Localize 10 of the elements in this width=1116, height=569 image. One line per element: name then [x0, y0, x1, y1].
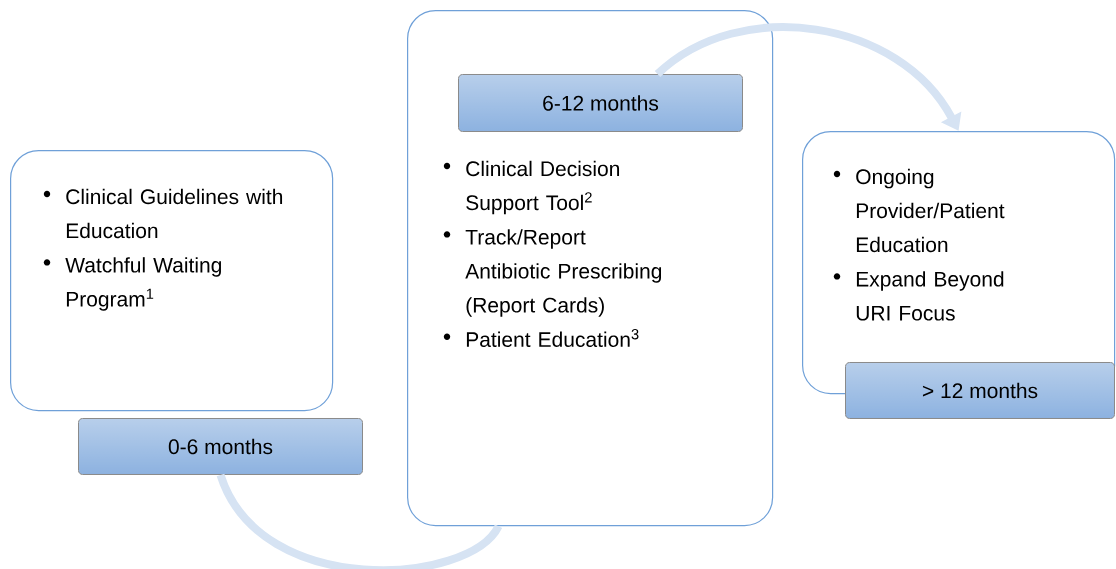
- bullet-text: Clinical Decision Support Tool$^{2}$: [466, 160, 619, 215]
- bullet-text: Clinical Guidelines with Education: [66, 188, 283, 239]
- label-tab: 0-6 months: [78, 418, 363, 475]
- bullet-text: Expand Beyond URI Focus: [856, 271, 1004, 321]
- bullet-text: Patient Education$^{3}$: [466, 329, 639, 347]
- label-tab: 6-12 months: [458, 74, 743, 132]
- bullet-text: Track/Report Antibiotic Prescribing (Report Cards): [465, 229, 662, 317]
- bullet-text: Watchful Waiting Program$^{1}$: [65, 257, 221, 311]
- label-tab: > 12 months: [845, 362, 1115, 419]
- bullet-text: Ongoing Provider/Patient Education: [856, 168, 1005, 253]
